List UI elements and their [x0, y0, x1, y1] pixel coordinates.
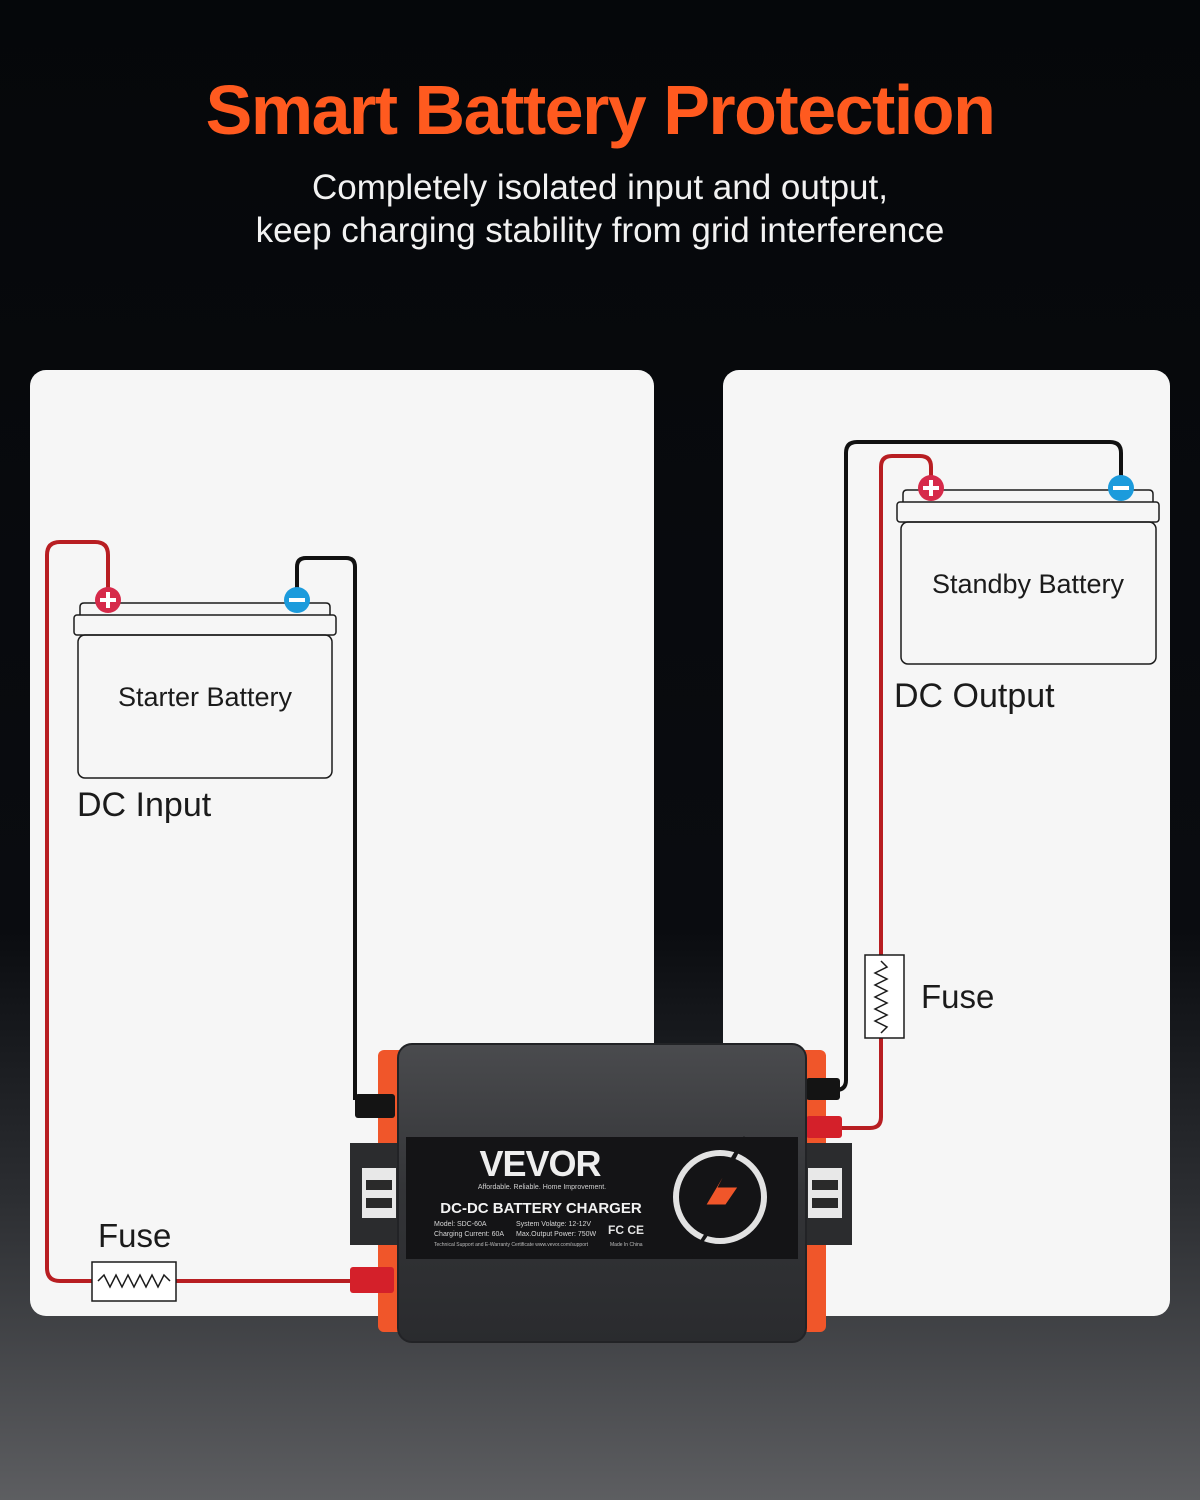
- device-spec-power: Max.Output Power: 750W: [516, 1231, 597, 1238]
- subtitle-line-2: keep charging stability from grid interf…: [255, 211, 945, 250]
- dc-dc-charger-device: [350, 1043, 852, 1343]
- subtitle-line-1: Completely isolated input and output,: [312, 168, 888, 207]
- starter-battery: Starter Battery: [73, 602, 337, 779]
- lightning-bolt-icon: [673, 1136, 767, 1257]
- device-product-name: DC-DC BATTERY CHARGER: [440, 1200, 642, 1217]
- input-positive-wire: [45, 540, 370, 1283]
- dc-input-label: DC Input: [77, 786, 212, 824]
- device-cert-marks: FC CE: [608, 1223, 644, 1237]
- starter-battery-label: Starter Battery: [118, 682, 293, 712]
- standby-battery-label: Standby Battery: [932, 569, 1125, 599]
- input-negative-wire: [295, 556, 357, 1100]
- fuse-symbol-icon: [864, 954, 905, 1039]
- output-fuse-label: Fuse: [921, 978, 994, 1015]
- dc-output-label: DC Output: [894, 677, 1055, 715]
- negative-terminal-icon: [1108, 475, 1134, 501]
- device-origin: Made In China: [610, 1242, 643, 1248]
- device-spec-voltage: System Volatge: 12-12V: [516, 1221, 591, 1228]
- positive-terminal-icon: [918, 475, 944, 501]
- positive-terminal-icon: [95, 587, 121, 613]
- fuse-symbol-icon: [91, 1261, 177, 1302]
- device-support-line: Technical Support and E-Warranty Certifi…: [434, 1242, 589, 1248]
- device-spec-current: Charging Current: 60A: [434, 1231, 504, 1238]
- device-tagline: Affordable. Reliable. Home Improvement.: [478, 1184, 606, 1191]
- output-positive-wire: [820, 454, 933, 1130]
- input-fuse-label: Fuse: [98, 1217, 171, 1254]
- standby-battery: Standby Battery: [896, 489, 1160, 665]
- output-negative-wire: [820, 440, 1123, 1092]
- page-title: Smart Battery Protection: [205, 71, 996, 149]
- device-spec-model: Model: SDC-60A: [434, 1221, 487, 1228]
- negative-terminal-icon: [284, 587, 310, 613]
- device-brand-logo: VEVOR: [479, 1143, 601, 1184]
